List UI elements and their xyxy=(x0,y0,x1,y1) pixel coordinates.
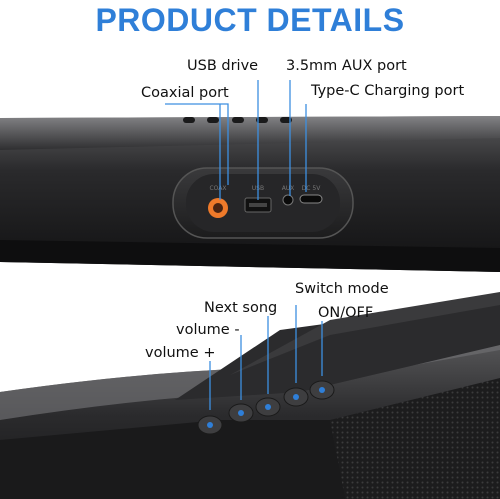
label-switch-mode: Switch mode xyxy=(295,281,389,297)
label-usb-drive: USB drive xyxy=(187,58,259,74)
label-volume-minus: volume - xyxy=(176,322,240,338)
switch-mode-button-icon xyxy=(283,387,309,407)
next-song-button-icon xyxy=(255,397,281,417)
control-buttons xyxy=(197,380,335,435)
aux-marking: AUX xyxy=(282,185,295,192)
label-next-song: Next song xyxy=(204,300,278,316)
bottom-leader-lines xyxy=(209,305,323,410)
label-coaxial-port: Coaxial port xyxy=(141,85,229,101)
top-leader-lines xyxy=(165,80,307,200)
usb-port-icon xyxy=(244,197,272,213)
dc-marking: DC 5V xyxy=(302,185,322,192)
coax-marking: COAX xyxy=(209,185,226,192)
label-typec-port: Type-C Charging port xyxy=(311,83,465,99)
aux-port-icon xyxy=(282,194,294,206)
soundbar-back-panel: COAX USB AUX DC 5V xyxy=(0,116,500,272)
volume-plus-button-icon xyxy=(197,415,223,435)
volume-minus-button-icon xyxy=(228,403,254,423)
power-button-icon xyxy=(309,380,335,400)
top-buttons xyxy=(183,117,292,123)
page-title: PRODUCT DETAILS xyxy=(95,2,405,38)
coaxial-port-icon xyxy=(208,198,228,218)
label-on-off: ON/OFF xyxy=(318,305,374,321)
typec-port-icon xyxy=(299,194,323,204)
label-aux-port: 3.5mm AUX port xyxy=(286,58,407,74)
soundbar-front-panel xyxy=(0,292,500,499)
label-volume-plus: volume + xyxy=(145,345,216,361)
